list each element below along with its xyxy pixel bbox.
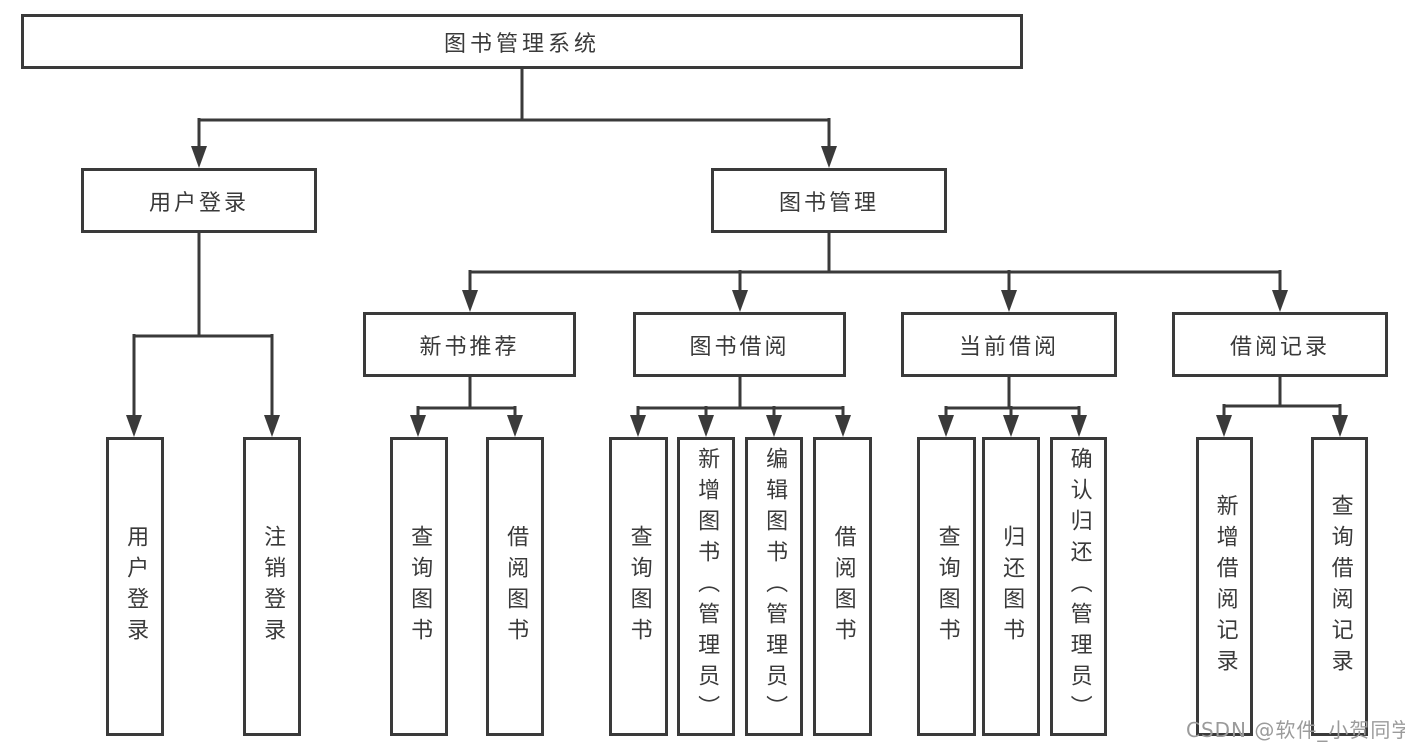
node-user-login: 用户登录: [81, 168, 317, 233]
leaf-edit-book: 编辑图书（管理员）: [745, 437, 803, 736]
node-borrow-records: 借阅记录: [1172, 312, 1388, 377]
node-new-book-rec-label: 新书推荐: [419, 334, 520, 360]
node-borrow-records-label: 借阅记录: [1229, 334, 1330, 360]
node-book-mgmt: 图书管理: [711, 168, 947, 233]
node-new-book-rec: 新书推荐: [363, 312, 576, 377]
leaf-query-book-2-label: 查询图书: [626, 524, 652, 649]
node-book-borrow-label: 图书借阅: [689, 334, 790, 360]
leaf-query-book-1: 查询图书: [390, 437, 448, 736]
leaf-confirm-return: 确认归还（管理员）: [1050, 437, 1107, 736]
leaf-query-record-label: 查询借阅记录: [1327, 493, 1353, 680]
leaf-borrow-book-1: 借阅图书: [486, 437, 544, 736]
arrowheads: [126, 146, 1348, 437]
leaf-add-book: 新增图书（管理员）: [677, 437, 735, 736]
leaf-query-book-3-label: 查询图书: [934, 524, 960, 649]
leaf-query-record: 查询借阅记录: [1311, 437, 1368, 736]
node-root: 图书管理系统: [21, 14, 1023, 69]
leaf-user-login: 用户登录: [106, 437, 164, 736]
leaf-return-book-label: 归还图书: [999, 524, 1025, 649]
leaf-return-book: 归还图书: [982, 437, 1040, 736]
node-user-login-label: 用户登录: [148, 190, 249, 216]
leaf-add-book-label: 新增图书（管理员）: [694, 447, 720, 726]
node-book-borrow: 图书借阅: [633, 312, 846, 377]
csdn-watermark: CSDN @软件_小贺同学: [1186, 718, 1405, 742]
leaf-logout-label: 注销登录: [260, 524, 286, 649]
node-current-borrow: 当前借阅: [901, 312, 1117, 377]
leaf-borrow-book-2: 借阅图书: [813, 437, 872, 736]
leaf-logout: 注销登录: [243, 437, 301, 736]
node-book-mgmt-label: 图书管理: [778, 190, 879, 216]
leaf-query-book-2: 查询图书: [609, 437, 668, 736]
node-root-label: 图书管理系统: [443, 31, 600, 57]
leaf-confirm-return-label: 确认归还（管理员）: [1066, 447, 1092, 726]
leaf-add-record-label: 新增借阅记录: [1212, 493, 1238, 680]
leaf-edit-book-label: 编辑图书（管理员）: [762, 447, 788, 726]
node-current-borrow-label: 当前借阅: [958, 334, 1059, 360]
leaf-query-book-3: 查询图书: [917, 437, 976, 736]
leaf-add-record: 新增借阅记录: [1196, 437, 1253, 736]
leaf-user-login-label: 用户登录: [123, 524, 149, 649]
leaf-borrow-book-2-label: 借阅图书: [830, 524, 856, 649]
leaf-borrow-book-1-label: 借阅图书: [503, 524, 529, 649]
leaf-query-book-1-label: 查询图书: [407, 524, 433, 649]
